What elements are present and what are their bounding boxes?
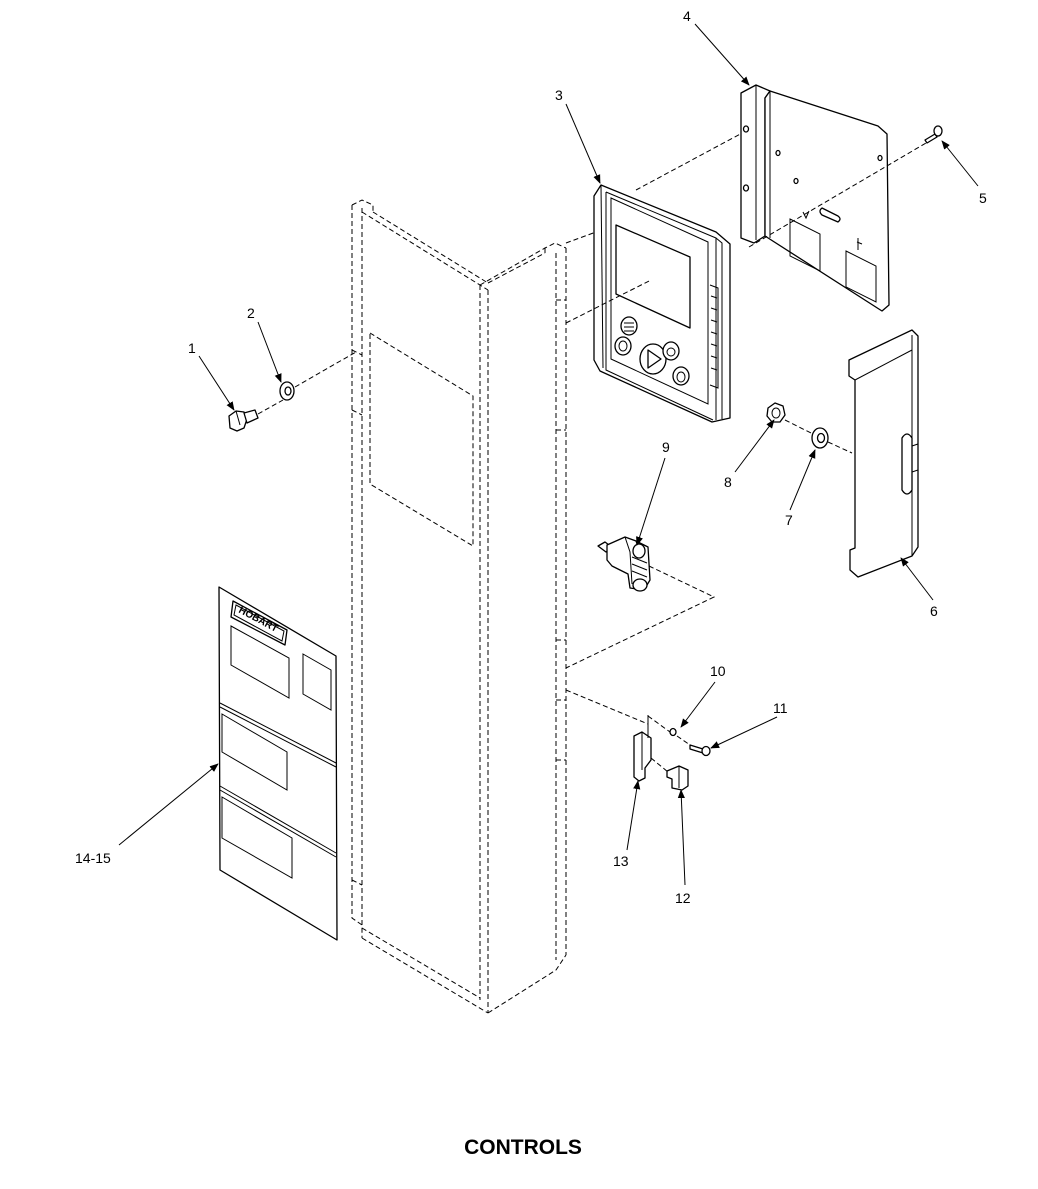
- callout-10: 10: [710, 663, 726, 679]
- part-4-mounting-bracket: [740, 84, 890, 312]
- part-12-clip: [666, 765, 689, 791]
- part-1-bolt: [228, 409, 259, 432]
- callout-14-15: 14-15: [75, 850, 111, 866]
- part-2-washer: [279, 381, 295, 401]
- callout-labels: 1 2 3 4 5 6 7 8 9 10 11 12 13 14-15: [75, 8, 987, 906]
- callout-2: 2: [247, 305, 255, 321]
- part-3-control-panel: [593, 184, 731, 423]
- part-10-pin: [669, 727, 677, 737]
- part-5-screw: [924, 125, 943, 144]
- leader-lines: [118, 23, 979, 886]
- part-8-nut: [766, 402, 786, 423]
- diagram-title: CONTROLS: [464, 1136, 582, 1159]
- part-9-switch: [597, 536, 651, 592]
- callout-11: 11: [773, 700, 788, 716]
- part-13-latch: [633, 715, 652, 782]
- part-7-washer: [811, 427, 829, 449]
- callout-6: 6: [930, 603, 938, 619]
- part-11-screw: [689, 744, 711, 757]
- callout-12: 12: [675, 890, 691, 906]
- callout-7: 7: [785, 512, 793, 528]
- callout-5: 5: [979, 190, 987, 206]
- callout-4: 4: [683, 8, 691, 24]
- callout-13: 13: [613, 853, 629, 869]
- callout-3: 3: [555, 87, 563, 103]
- callout-9: 9: [662, 439, 670, 455]
- control-column-housing: [351, 199, 567, 1014]
- callout-1: 1: [188, 340, 196, 356]
- part-14-15-label-panel: HOBART: [218, 586, 338, 941]
- part-6-side-cover: [848, 329, 919, 578]
- callout-8: 8: [724, 474, 732, 490]
